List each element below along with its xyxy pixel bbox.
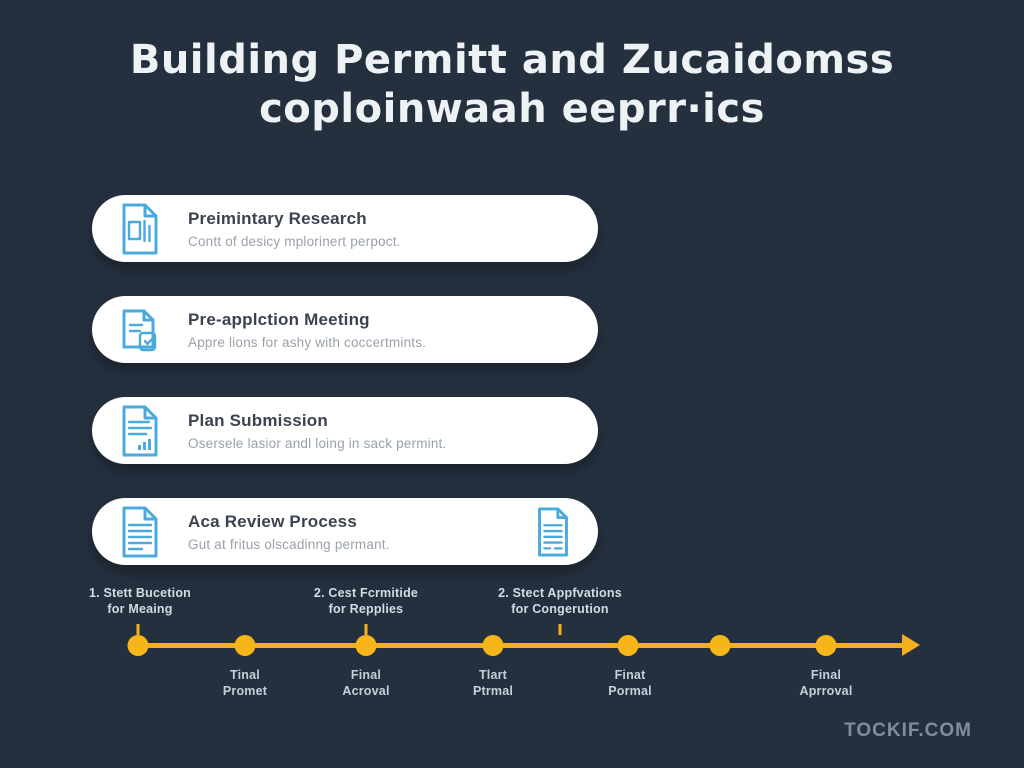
timeline-top-label-3: 2. Stect Appfvations for Congerution [498, 586, 622, 616]
timeline-dot [355, 635, 377, 656]
document-lines-icon [114, 505, 166, 559]
timeline-bottom-label-4: Finat Pormal [608, 668, 652, 698]
timeline-arrow-icon [902, 634, 920, 656]
card-title: Plan Submission [188, 410, 328, 430]
timeline-top-label-2: 2. Cest Fcrmitide for Repplies [313, 586, 419, 616]
document-lines-chart-icon [114, 404, 166, 458]
card-title: Aca Review Process [188, 511, 357, 531]
step-card-review-process: Aca Review Process Gut at fritus olscadi… [92, 498, 598, 565]
card-subtitle: Contt of desicy mplorinert perpoct. [188, 233, 401, 249]
timeline-dot [482, 635, 504, 656]
timeline-line [136, 643, 906, 648]
timeline-bottom-label-3: Tlart Ptrmal [472, 668, 514, 698]
timeline-bottom-label-2: Final Acroval [342, 668, 390, 698]
timeline-dot [815, 635, 837, 656]
step-card-plan-submission: Plan Submission Osersele lasior andl loi… [92, 397, 598, 464]
timeline-dot [709, 635, 731, 656]
card-title: Preimintary Research [188, 208, 367, 228]
documents-check-icon [114, 303, 166, 357]
timeline-tick [364, 624, 368, 635]
card-subtitle: Osersele lasior andl loing in sack permi… [188, 435, 447, 451]
timeline-dot [127, 635, 149, 656]
watermark: TOCKIF.COM [844, 720, 972, 741]
page-title-line2: coploinwaah eeprr·ics [259, 86, 765, 132]
card-subtitle: Appre lions for ashy with coccertmints. [188, 334, 427, 350]
timeline-top-label-1: 1. Stett Bucetion for Meaing [88, 586, 192, 616]
timeline-bottom-label-5: Final Aprroval [799, 668, 853, 698]
step-card-pre-application-meeting: Pre-applction Meeting Appre lions for as… [92, 296, 598, 363]
page-title: Building Permitt and Zucaidomss coploinw… [0, 36, 1024, 134]
page-title-line1: Building Permitt and Zucaidomss [129, 37, 895, 83]
timeline-dot [234, 635, 256, 656]
timeline-tick [136, 624, 140, 635]
document-lines-icon [528, 506, 578, 558]
card-subtitle: Gut at fritus olscadinng permant. [188, 536, 390, 552]
step-card-preliminary-research: Preimintary Research Contt of desicy mpl… [92, 195, 598, 262]
timeline-dot [617, 635, 639, 656]
timeline-bottom-label-1: Tinal Promet [222, 668, 268, 698]
timeline-tick [558, 624, 562, 635]
document-chart-icon [114, 202, 166, 256]
card-title: Pre-applction Meeting [188, 309, 370, 329]
